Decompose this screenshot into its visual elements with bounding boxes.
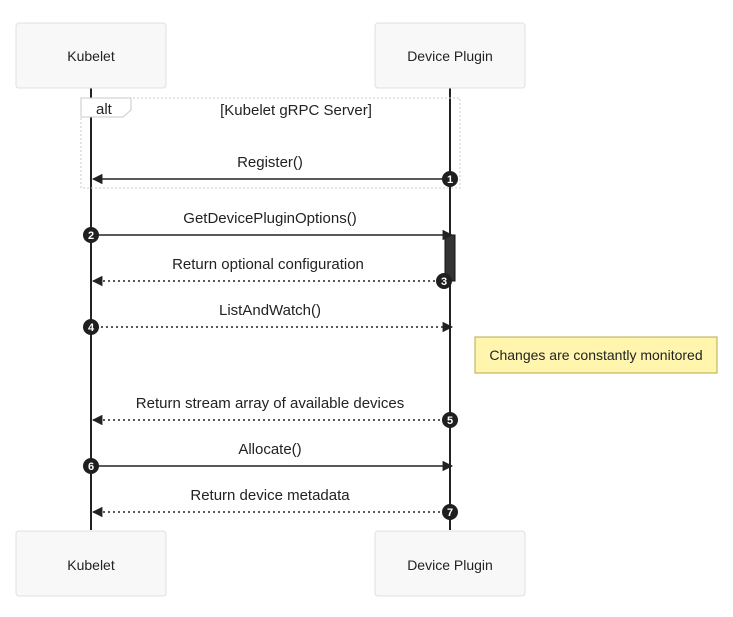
sequence-number-badge	[442, 171, 458, 187]
sequence-number-badge	[83, 319, 99, 335]
message-allocate: Allocate() 6	[83, 441, 454, 474]
message-label: Return device metadata	[190, 487, 350, 504]
sequence-number: 1	[447, 174, 453, 186]
message-return-optional-configuration: Return optional configuration 3	[91, 256, 452, 289]
alt-keyword: alt	[96, 101, 113, 118]
sequence-number: 2	[88, 230, 94, 242]
sequence-number: 4	[88, 322, 95, 334]
message-register: Register() 1	[91, 154, 458, 187]
sequence-number-badge	[83, 458, 99, 474]
message-return-stream-array: Return stream array of available devices…	[91, 395, 458, 428]
message-label: ListAndWatch()	[219, 302, 321, 319]
sequence-number-badge	[436, 273, 452, 289]
sequence-number: 6	[88, 461, 94, 473]
actor-device-plugin-bottom: Device Plugin	[374, 530, 526, 597]
alt-condition: [Kubelet gRPC Server]	[220, 102, 372, 119]
actor-device-plugin-top: Device Plugin	[374, 22, 526, 89]
actor-label: Kubelet	[67, 48, 115, 64]
sequence-number-badge	[442, 412, 458, 428]
message-return-device-metadata: Return device metadata 7	[91, 487, 458, 520]
sequence-number-badge	[83, 227, 99, 243]
actor-kubelet-bottom: Kubelet	[15, 530, 167, 597]
sequence-number-badge	[442, 504, 458, 520]
message-label: Register()	[237, 154, 303, 171]
message-list-and-watch: ListAndWatch() 4	[83, 302, 454, 335]
sequence-number: 5	[447, 415, 453, 427]
alt-tab	[80, 97, 132, 118]
message-label: Return optional configuration	[172, 256, 364, 273]
actor-label: Kubelet	[67, 557, 115, 573]
note-text: Changes are constantly monitored	[489, 347, 702, 363]
actor-label: Device Plugin	[407, 48, 493, 64]
note-changes-monitored: Changes are constantly monitored	[474, 336, 718, 374]
message-label: GetDevicePluginOptions()	[183, 210, 356, 227]
sequence-number: 7	[447, 507, 453, 519]
sequence-number: 3	[441, 276, 447, 288]
actor-kubelet-top: Kubelet	[15, 22, 167, 89]
message-label: Return stream array of available devices	[136, 395, 404, 412]
actor-label: Device Plugin	[407, 557, 493, 573]
message-label: Allocate()	[238, 441, 301, 458]
message-get-device-plugin-options: GetDevicePluginOptions() 2	[83, 210, 454, 243]
alt-frame: alt [Kubelet gRPC Server]	[80, 97, 461, 189]
